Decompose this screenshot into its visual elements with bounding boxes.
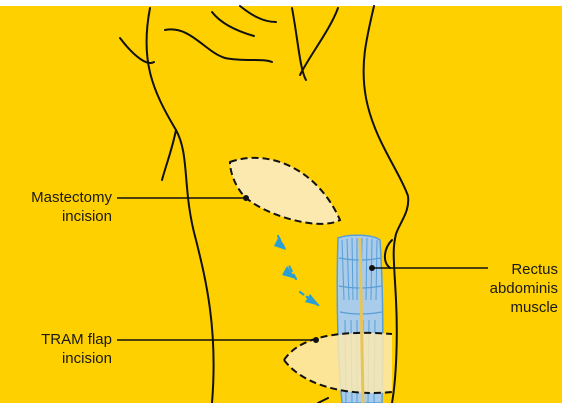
rectus-label-line2: abdominis <box>446 279 558 298</box>
mastectomy-label-line2: incision <box>0 207 112 226</box>
tram-label-line2: incision <box>0 349 112 368</box>
mastectomy-label-line1: Mastectomy <box>0 188 112 207</box>
tram-flap-incision-label: TRAM flap incision <box>0 330 112 368</box>
rectus-label-line3: muscle <box>446 298 558 317</box>
rectus-abdominis-label: Rectus abdominis muscle <box>446 260 558 317</box>
rectus-label-line1: Rectus <box>446 260 558 279</box>
tram-label-line1: TRAM flap <box>0 330 112 349</box>
mastectomy-incision-label: Mastectomy incision <box>0 188 112 226</box>
